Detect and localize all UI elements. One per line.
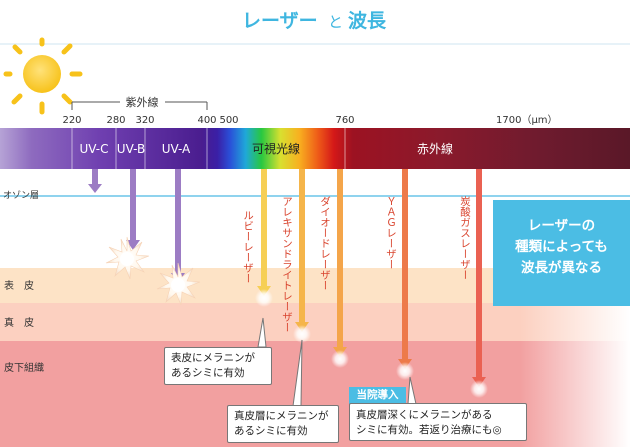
laser-label-diode: ダイオードレーザー	[319, 196, 331, 291]
laser-label-yag: ＹＡＧレーザー	[385, 196, 397, 270]
tick-label: 220	[62, 115, 81, 126]
wavelength-ticks: 220 280 320 400 500 760 1700（μm）	[62, 114, 557, 126]
note-line: 真皮層にメラニンが	[234, 410, 329, 422]
in-clinic-badge: 当院導入	[349, 387, 406, 404]
callout-line: レーザーの	[527, 218, 596, 234]
band-label-infrared: 赤外線	[417, 141, 453, 156]
note-line: あるシミに有効	[234, 425, 308, 437]
layer-label-epidermis: 表 皮	[4, 279, 34, 292]
laser-label-co2: 炭酸ガスレーザー	[459, 196, 471, 280]
burst-icon	[105, 236, 150, 280]
sun-icon	[3, 37, 83, 115]
title-part2: 波長	[348, 9, 387, 32]
laser-arrow-ruby	[255, 169, 273, 307]
tick-label: 500	[219, 115, 238, 126]
callout-line: 波長が異なる	[521, 260, 602, 276]
tick-label: 1700（μm）	[496, 114, 558, 126]
burst-icon	[156, 262, 201, 306]
layer-label-dermis: 真 皮	[4, 316, 34, 329]
note-line: 真皮層深くにメラニンがある	[356, 409, 493, 421]
laser-arrow-yag	[396, 169, 414, 380]
uvb-arrow	[126, 169, 140, 250]
note-line: あるシミに有効	[171, 367, 245, 379]
tick-label: 760	[335, 115, 354, 126]
laser-arrow-alexandrite	[293, 169, 311, 343]
uv-group-label: 紫外線	[126, 95, 159, 109]
note-line: 表皮にメラニンが	[171, 352, 255, 364]
tick-label: 400	[197, 115, 216, 126]
tick-label: 320	[135, 115, 154, 126]
band-label-uvc: UV-C	[80, 142, 109, 156]
callout-box: レーザーの 種類によっても 波長が異なる	[493, 200, 630, 306]
spectrum-bar	[0, 128, 630, 169]
callout-line: 種類によっても	[515, 239, 608, 255]
laser-arrow-diode	[331, 169, 349, 368]
note-deep-dermis: 真皮層深くにメラニンがある シミに有効。若返り治療にも◎	[349, 403, 527, 441]
spectrum-dividers	[71, 128, 346, 169]
band-label-uva: UV-A	[162, 142, 191, 156]
title-part1: レーザー	[242, 10, 318, 32]
tick-label: 280	[106, 115, 125, 126]
title-connector: と	[328, 13, 343, 31]
laser-label-alexandrite: アレキサンドライトレーザー	[281, 196, 293, 333]
uvc-arrow	[88, 169, 102, 193]
laser-arrow-co2	[470, 169, 488, 398]
layer-label-subcutaneous: 皮下組織	[4, 361, 44, 374]
title: レーザー と 波長	[242, 9, 387, 32]
uv-bracket	[71, 101, 208, 110]
note-dermis: 真皮層にメラニンが あるシミに有効	[227, 405, 339, 443]
layer-label-ozone: オゾン層	[3, 190, 39, 201]
band-label-visible: 可視光線	[252, 141, 300, 156]
note-line: シミに有効。若返り治療にも◎	[356, 424, 502, 436]
note-epidermis: 表皮にメラニンが あるシミに有効	[164, 347, 272, 385]
band-label-uvb: UV-B	[117, 142, 145, 156]
laser-label-ruby: ルビーレーザー	[242, 210, 254, 284]
